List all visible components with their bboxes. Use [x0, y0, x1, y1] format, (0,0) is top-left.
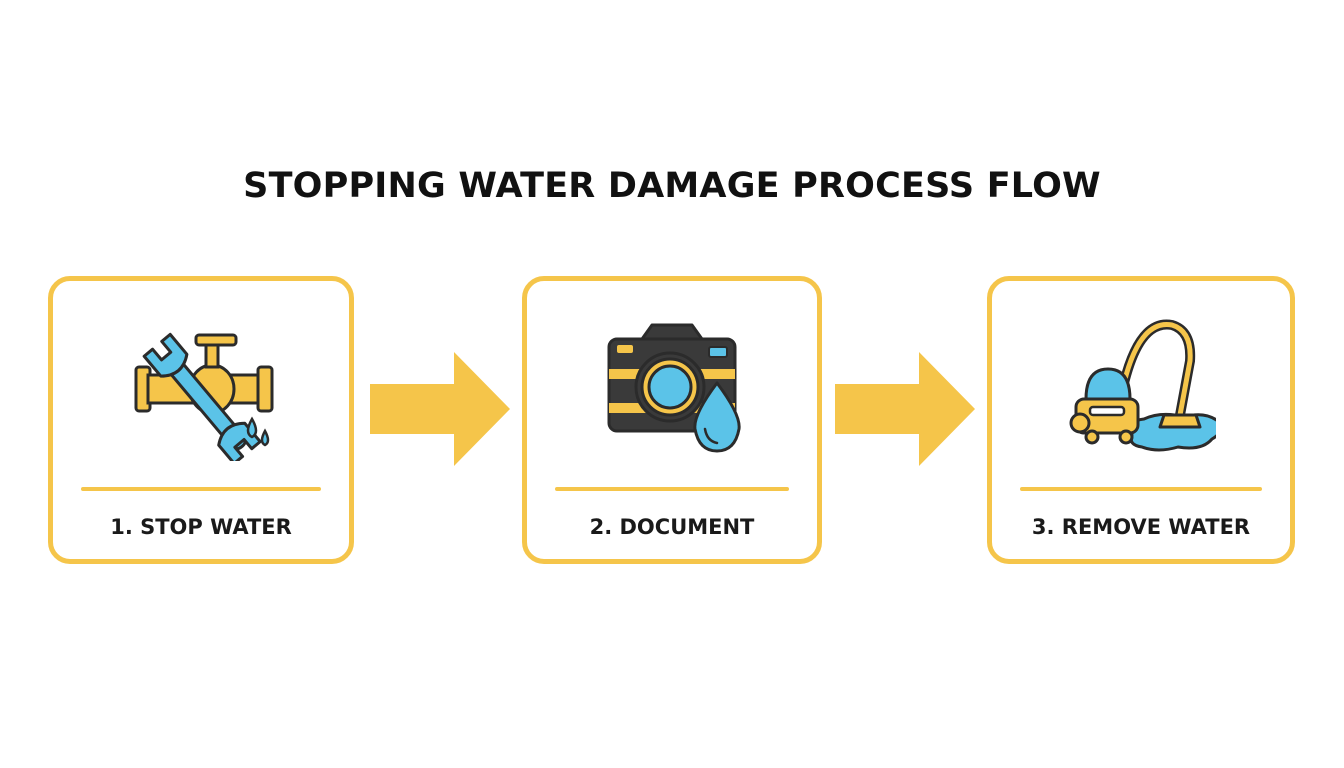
step-card-stop-water: 1. STOP WATER — [48, 276, 354, 564]
pipe-wrench-icon — [134, 332, 274, 461]
card-divider — [1020, 487, 1262, 491]
arrow-right-icon — [835, 352, 975, 466]
card-divider — [555, 487, 789, 491]
step-card-remove-water: 3. REMOVE WATER — [987, 276, 1295, 564]
step-label: 1. STOP WATER — [110, 515, 292, 539]
step-label: 2. DOCUMENT — [589, 515, 755, 539]
arrow-right-icon — [370, 352, 510, 466]
step-label: 3. REMOVE WATER — [1031, 515, 1251, 539]
step-card-document: 2. DOCUMENT — [522, 276, 822, 564]
card-divider — [81, 487, 321, 491]
camera-water-drop-icon — [607, 323, 741, 453]
wet-vacuum-icon — [1069, 319, 1216, 452]
diagram-title: STOPPING WATER DAMAGE PROCESS FLOW — [243, 166, 1101, 206]
